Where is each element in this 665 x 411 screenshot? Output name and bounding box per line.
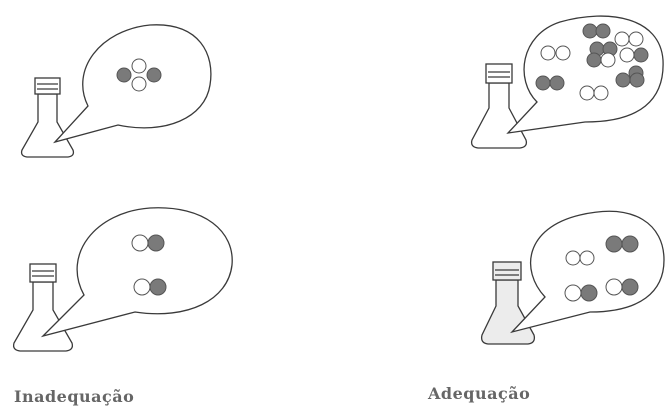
filled-particle [596,24,610,38]
empty-particle [132,235,148,251]
empty-particle [580,251,594,265]
caption-inadequacao: Inadequação [14,387,134,406]
panel-bottom-left [14,208,233,351]
empty-particle [580,86,594,100]
empty-particle [615,32,629,46]
panel-bottom-right [482,211,664,344]
speech-bubble [43,208,232,336]
empty-particle [620,48,634,62]
filled-particle [550,76,564,90]
filled-particle [536,76,550,90]
filled-particle [622,236,638,252]
filled-particle [147,68,161,82]
filled-particle [581,285,597,301]
empty-particle [566,251,580,265]
empty-particle [565,285,581,301]
filled-particle [148,235,164,251]
panel-top-right [472,16,664,148]
empty-particle [629,32,643,46]
filled-particle [630,73,644,87]
filled-particle [587,53,601,67]
filled-particle [583,24,597,38]
filled-particle [150,279,166,295]
panel-top-left [22,25,211,157]
filled-particle [616,73,630,87]
filled-particle [606,236,622,252]
flask-icon [472,64,527,148]
empty-particle [132,77,146,91]
flask-icon [22,78,74,157]
caption-adequacao: Adequação [428,384,530,403]
empty-particle [134,279,150,295]
speech-bubble [512,211,664,332]
flask-icon [482,262,535,344]
filled-particle [634,48,648,62]
empty-particle [601,53,615,67]
empty-particle [606,279,622,295]
empty-particle [594,86,608,100]
flask-icon [14,264,73,351]
empty-particle [541,46,555,60]
filled-particle [622,279,638,295]
empty-particle [556,46,570,60]
filled-particle [117,68,131,82]
empty-particle [132,59,146,73]
